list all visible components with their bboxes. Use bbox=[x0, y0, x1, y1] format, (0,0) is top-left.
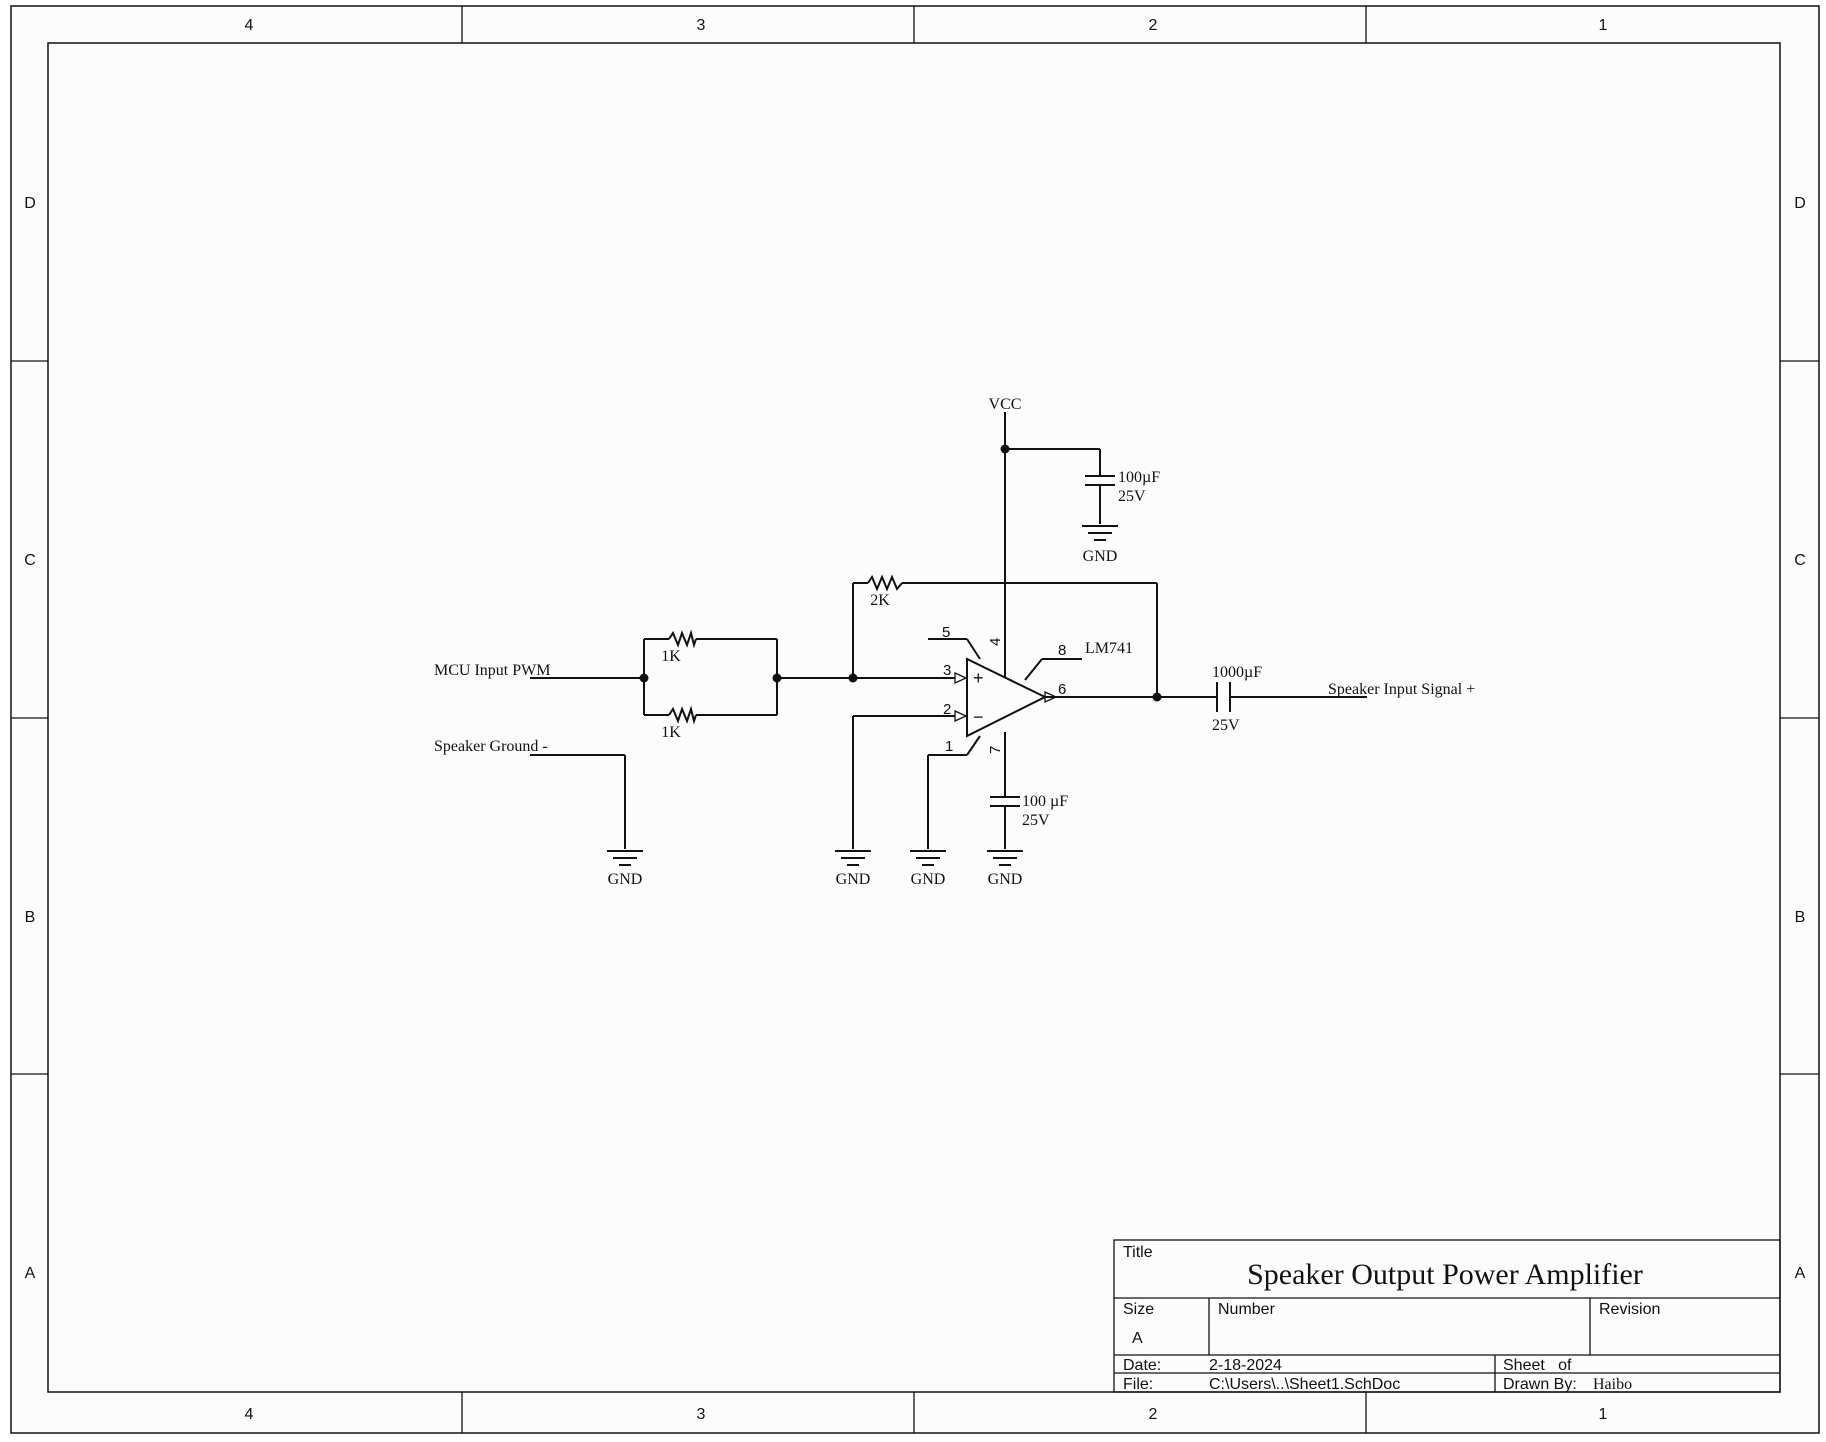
junction-input-right bbox=[772, 673, 782, 683]
ground-inverting-icon bbox=[835, 850, 871, 866]
cap-supply-voltage: 25V bbox=[1118, 488, 1146, 505]
pin5-diag-wire bbox=[966, 638, 981, 660]
opamp-minus-sign: − bbox=[973, 707, 984, 727]
title-label: Title bbox=[1123, 1244, 1153, 1261]
cap-v7-voltage: 25V bbox=[1022, 812, 1050, 829]
r-input-top-value: 1K bbox=[661, 648, 681, 665]
title-value: Speaker Output Power Amplifier bbox=[1247, 1258, 1643, 1291]
junction-vcc bbox=[1000, 444, 1010, 454]
cap-output-voltage: 25V bbox=[1212, 717, 1240, 734]
speaker-ground-label: Speaker Ground - bbox=[434, 738, 548, 755]
capacitor-supply-icon bbox=[1085, 475, 1115, 486]
cap-supply-value: 100µF bbox=[1118, 469, 1160, 486]
date-label: Date: bbox=[1123, 1357, 1161, 1374]
date-value: 2-18-2024 bbox=[1209, 1357, 1282, 1374]
capacitor-icons bbox=[990, 475, 1231, 807]
capacitor-pin7-icon bbox=[990, 796, 1020, 807]
pin-3-label: 3 bbox=[943, 662, 951, 679]
size-value: A bbox=[1132, 1330, 1143, 1347]
size-label: Size bbox=[1123, 1301, 1154, 1318]
gnd-label-supply: GND bbox=[1083, 548, 1118, 565]
capacitor-output-icon bbox=[1216, 682, 1231, 712]
drawn-by-value: Haibo bbox=[1593, 1376, 1632, 1393]
row-label-left-c: C bbox=[24, 552, 36, 569]
wires bbox=[530, 412, 1367, 849]
ground-icons bbox=[607, 525, 1118, 866]
col-label-bottom-3: 2 bbox=[1149, 1406, 1158, 1423]
file-label: File: bbox=[1123, 1376, 1153, 1393]
row-label-right-a: A bbox=[1795, 1265, 1806, 1282]
opamp-part-label: LM741 bbox=[1085, 640, 1133, 657]
resistor-1k-top-icon bbox=[668, 629, 697, 649]
opamp-plus-sign: + bbox=[973, 668, 984, 688]
file-value: C:\Users\..\Sheet1.SchDoc bbox=[1209, 1376, 1400, 1393]
resistor-1k-bottom-icon bbox=[668, 705, 697, 725]
col-label-top-4: 1 bbox=[1599, 17, 1608, 34]
junction-output bbox=[1152, 692, 1162, 702]
col-label-bottom-4: 1 bbox=[1599, 1406, 1608, 1423]
pin-2-label: 2 bbox=[943, 701, 951, 718]
ground-speaker-icon bbox=[607, 850, 643, 866]
r-feedback-value: 2K bbox=[870, 592, 890, 609]
row-label-left-d: D bbox=[24, 195, 36, 212]
gnd-label-inverting: GND bbox=[836, 871, 871, 888]
cap-v7-value: 100 µF bbox=[1022, 793, 1068, 810]
gnd-label-pin7: GND bbox=[988, 871, 1023, 888]
pin8-diag-wire bbox=[1024, 658, 1043, 681]
resistor-icons bbox=[668, 574, 903, 725]
resistor-2k-icon bbox=[867, 574, 903, 592]
gnd-label-pin1: GND bbox=[911, 871, 946, 888]
drawn-by-label: Drawn By: bbox=[1503, 1376, 1577, 1393]
row-label-left-a: A bbox=[25, 1265, 36, 1282]
col-label-top-1: 4 bbox=[245, 17, 254, 34]
pin-1-label: 1 bbox=[945, 738, 953, 755]
row-label-right-b: B bbox=[1795, 909, 1806, 926]
speaker-signal-label: Speaker Input Signal + bbox=[1328, 681, 1475, 698]
pin-6-label: 6 bbox=[1058, 681, 1066, 698]
ground-cap-supply-icon bbox=[1082, 525, 1118, 541]
title-block bbox=[1113, 1239, 1781, 1393]
revision-label: Revision bbox=[1599, 1301, 1660, 1318]
sheet-label: Sheet of bbox=[1503, 1357, 1572, 1374]
sheet-border bbox=[10, 5, 1820, 1434]
opamp-icon bbox=[954, 657, 1058, 738]
cap-output-value: 1000µF bbox=[1212, 664, 1262, 681]
vcc-label: VCC bbox=[989, 396, 1022, 413]
pin-8-label: 8 bbox=[1058, 642, 1066, 659]
row-label-left-b: B bbox=[25, 909, 36, 926]
junction-feedback-input bbox=[848, 673, 858, 683]
pin-4-label: 4 bbox=[987, 638, 1004, 646]
pin-5-label: 5 bbox=[942, 624, 950, 641]
mcu-input-label: MCU Input PWM bbox=[434, 662, 550, 679]
pin-7-label: 7 bbox=[987, 746, 1004, 754]
col-label-bottom-1: 4 bbox=[245, 1406, 254, 1423]
number-label: Number bbox=[1218, 1301, 1276, 1318]
col-label-bottom-2: 3 bbox=[697, 1406, 706, 1423]
junction-input-left bbox=[639, 673, 649, 683]
r-input-bottom-value: 1K bbox=[661, 724, 681, 741]
ground-pin1-icon bbox=[910, 850, 946, 866]
gnd-label-speaker: GND bbox=[608, 871, 643, 888]
row-label-right-c: C bbox=[1794, 552, 1806, 569]
col-label-top-2: 3 bbox=[697, 17, 706, 34]
row-label-right-d: D bbox=[1794, 195, 1806, 212]
ground-pin7-icon bbox=[987, 850, 1023, 866]
pin1-diag-wire bbox=[966, 735, 981, 756]
junctions bbox=[639, 444, 1162, 702]
col-label-top-3: 2 bbox=[1149, 17, 1158, 34]
